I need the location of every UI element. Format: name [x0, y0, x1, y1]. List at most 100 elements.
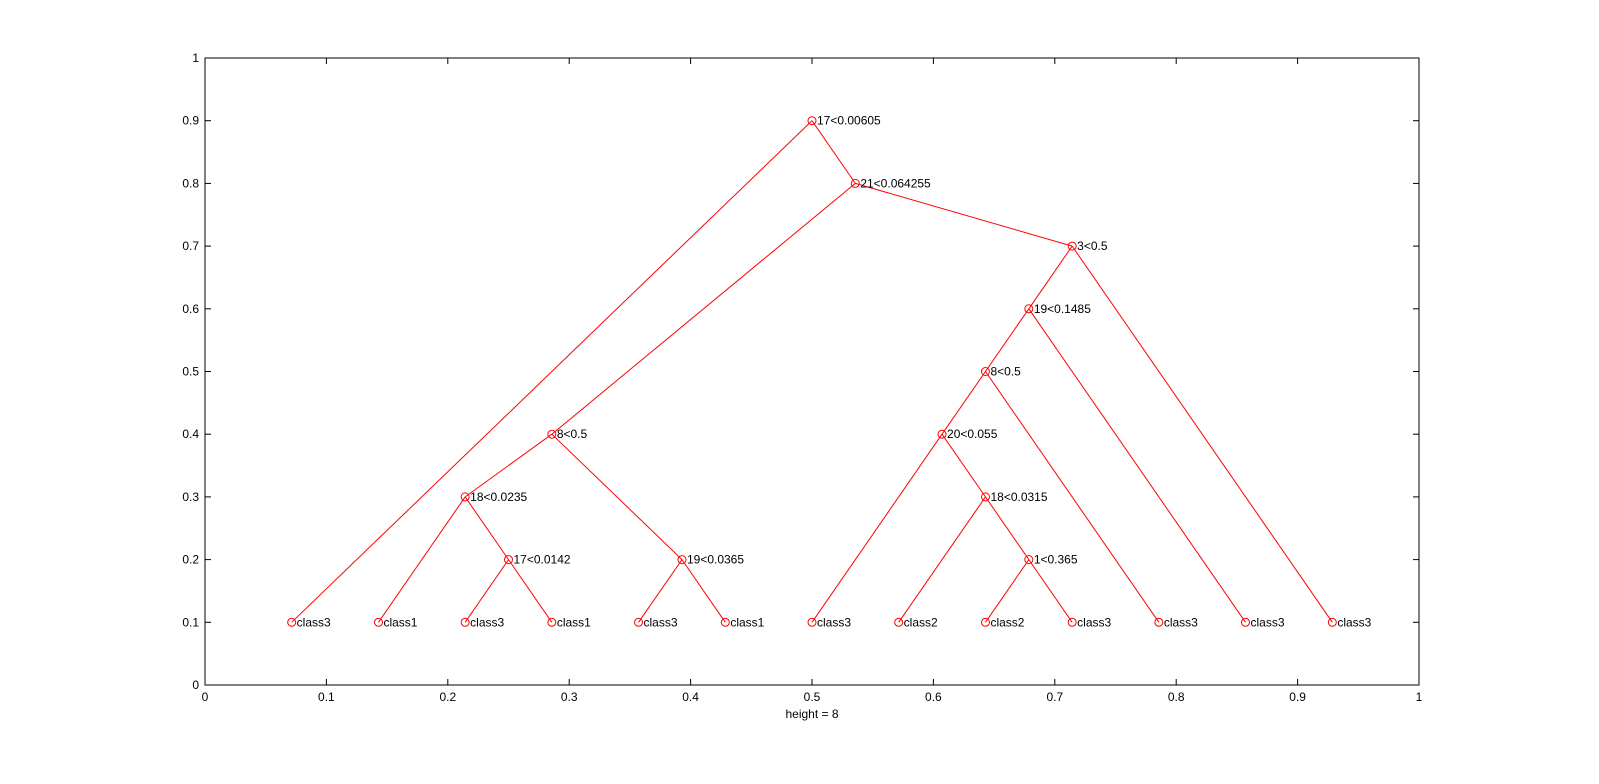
y-tick-label: 0.1: [182, 615, 199, 629]
tree-node: class3: [287, 615, 331, 629]
tree-node: 21<0.064255: [850, 176, 931, 190]
node-label: class3: [644, 615, 678, 629]
tree-node: 8<0.5: [980, 365, 1021, 379]
tree-node: class1: [720, 615, 765, 629]
tree-edge: [1028, 559, 1073, 623]
tree-node: 18<0.0235: [460, 490, 528, 504]
tree-edge: [464, 433, 553, 498]
tree-node: class3: [634, 615, 678, 629]
node-label: class1: [383, 615, 417, 629]
node-label: 20<0.055: [947, 427, 998, 441]
tree-edge: [508, 559, 553, 623]
tree-edge: [1028, 308, 1246, 623]
tree-node: 19<0.0365: [677, 553, 744, 567]
tree-node: class1: [547, 615, 591, 629]
tree-node: 18<0.0315: [980, 490, 1048, 504]
tree-edge: [1028, 245, 1073, 310]
tree-edge: [941, 433, 986, 498]
tree-node: 19<0.1485: [1024, 302, 1091, 316]
node-label: class3: [1251, 615, 1285, 629]
tree-node: class3: [460, 615, 505, 629]
node-label: 3<0.5: [1077, 239, 1108, 253]
tree-edge: [464, 559, 509, 623]
node-marker: [807, 617, 817, 627]
node-marker: [720, 617, 730, 627]
node-marker: [373, 617, 383, 627]
node-label: class1: [730, 615, 764, 629]
tree-edge: [681, 559, 726, 623]
node-label: 21<0.064255: [860, 176, 931, 190]
y-tick-label: 1: [192, 51, 199, 65]
y-tick-label: 0.8: [182, 176, 199, 190]
x-tick-label: 0.2: [439, 690, 456, 704]
tree-edge: [811, 120, 856, 184]
tree-edge: [941, 371, 986, 435]
node-label: 8<0.5: [990, 365, 1021, 379]
tree-edge: [378, 496, 466, 623]
tree-node: 8<0.5: [547, 427, 588, 441]
tree-nodes: 17<0.00605 21<0.064255 class3 8<0.5 3<0.5 18<…: [287, 114, 1372, 629]
tree-node: 17<0.0142: [504, 553, 571, 567]
tree-node: 1<0.365: [1024, 553, 1078, 567]
node-marker: [807, 116, 817, 126]
y-tick-label: 0: [192, 678, 199, 692]
y-tick-label: 0.4: [182, 427, 199, 441]
x-tick-label: 0.5: [804, 690, 821, 704]
tree-node: class3: [807, 615, 851, 629]
tree-edge: [464, 496, 509, 560]
tree-node: class2: [894, 615, 938, 629]
node-label: 1<0.365: [1034, 553, 1078, 567]
node-marker: [980, 492, 990, 502]
node-label: 18<0.0235: [470, 490, 527, 504]
tree-node: 20<0.055: [937, 427, 998, 441]
node-marker: [547, 617, 557, 627]
node-label: class3: [1077, 615, 1111, 629]
tree-edge: [985, 371, 1160, 623]
tree-node: class3: [1067, 615, 1112, 629]
node-label: 17<0.00605: [817, 114, 881, 128]
plot-frame: [204, 57, 1420, 686]
tree-edge: [898, 496, 986, 623]
tree-node: class3: [1241, 615, 1285, 629]
node-label: 17<0.0142: [514, 553, 571, 567]
node-marker: [980, 617, 990, 627]
node-label: class3: [470, 615, 504, 629]
node-marker: [1241, 617, 1251, 627]
tree-edge: [551, 433, 683, 560]
tree-node: class2: [980, 615, 1025, 629]
x-tick-label: 0.9: [1289, 690, 1306, 704]
node-marker: [287, 617, 297, 627]
tree-edges: [291, 120, 1333, 623]
node-marker: [504, 555, 513, 565]
node-label: 19<0.0365: [687, 553, 744, 567]
node-label: class1: [557, 615, 591, 629]
tree-edge: [291, 120, 813, 623]
tree-node: class3: [1154, 615, 1198, 629]
tree-node: 3<0.5: [1067, 239, 1108, 253]
node-marker: [1154, 617, 1164, 627]
node-marker: [460, 617, 470, 627]
tree-edge: [985, 308, 1030, 372]
node-label: class3: [817, 615, 851, 629]
x-tick-label: 0.4: [682, 690, 699, 704]
node-label: 8<0.5: [557, 427, 588, 441]
y-tick-label: 0.3: [182, 490, 199, 504]
tree-edge: [811, 433, 943, 623]
tree-node: class1: [373, 615, 418, 629]
node-marker: [1024, 555, 1034, 565]
x-tick-label: 0.7: [1046, 690, 1063, 704]
node-label: 19<0.1485: [1034, 302, 1091, 316]
node-marker: [1327, 617, 1337, 627]
node-label: class3: [1164, 615, 1198, 629]
tree-edge: [855, 182, 1073, 247]
y-tick-label: 0.6: [182, 302, 199, 316]
node-label: class3: [297, 615, 331, 629]
tree-edge: [985, 496, 1030, 560]
node-label: class2: [904, 615, 938, 629]
y-tick-label: 0.5: [182, 365, 199, 379]
tree-node: 17<0.00605: [807, 114, 881, 128]
node-label: class2: [990, 615, 1024, 629]
node-marker: [1067, 617, 1077, 627]
